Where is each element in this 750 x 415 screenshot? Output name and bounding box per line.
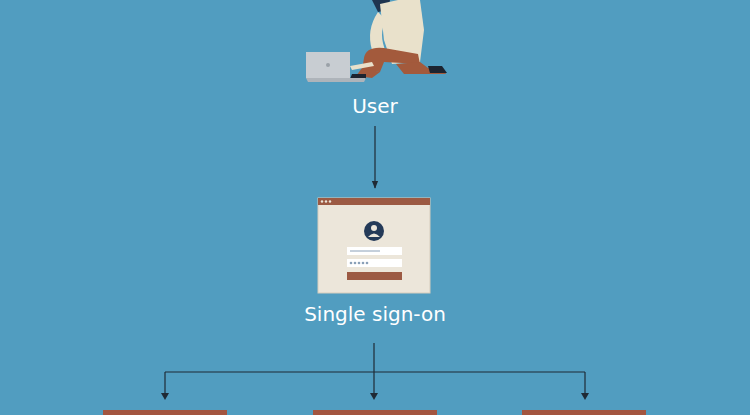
branch-lines bbox=[165, 343, 585, 394]
user-figure bbox=[306, 0, 447, 82]
node-label: User bbox=[352, 94, 398, 118]
login-window bbox=[318, 198, 430, 293]
branch-arrowheads bbox=[161, 393, 589, 400]
connector-arrow bbox=[374, 126, 375, 188]
node-label: Single sign-on bbox=[304, 302, 446, 326]
user-node: User bbox=[300, 0, 450, 120]
sign-on-node: Single sign-on bbox=[290, 196, 460, 330]
app-boxes bbox=[103, 410, 646, 415]
